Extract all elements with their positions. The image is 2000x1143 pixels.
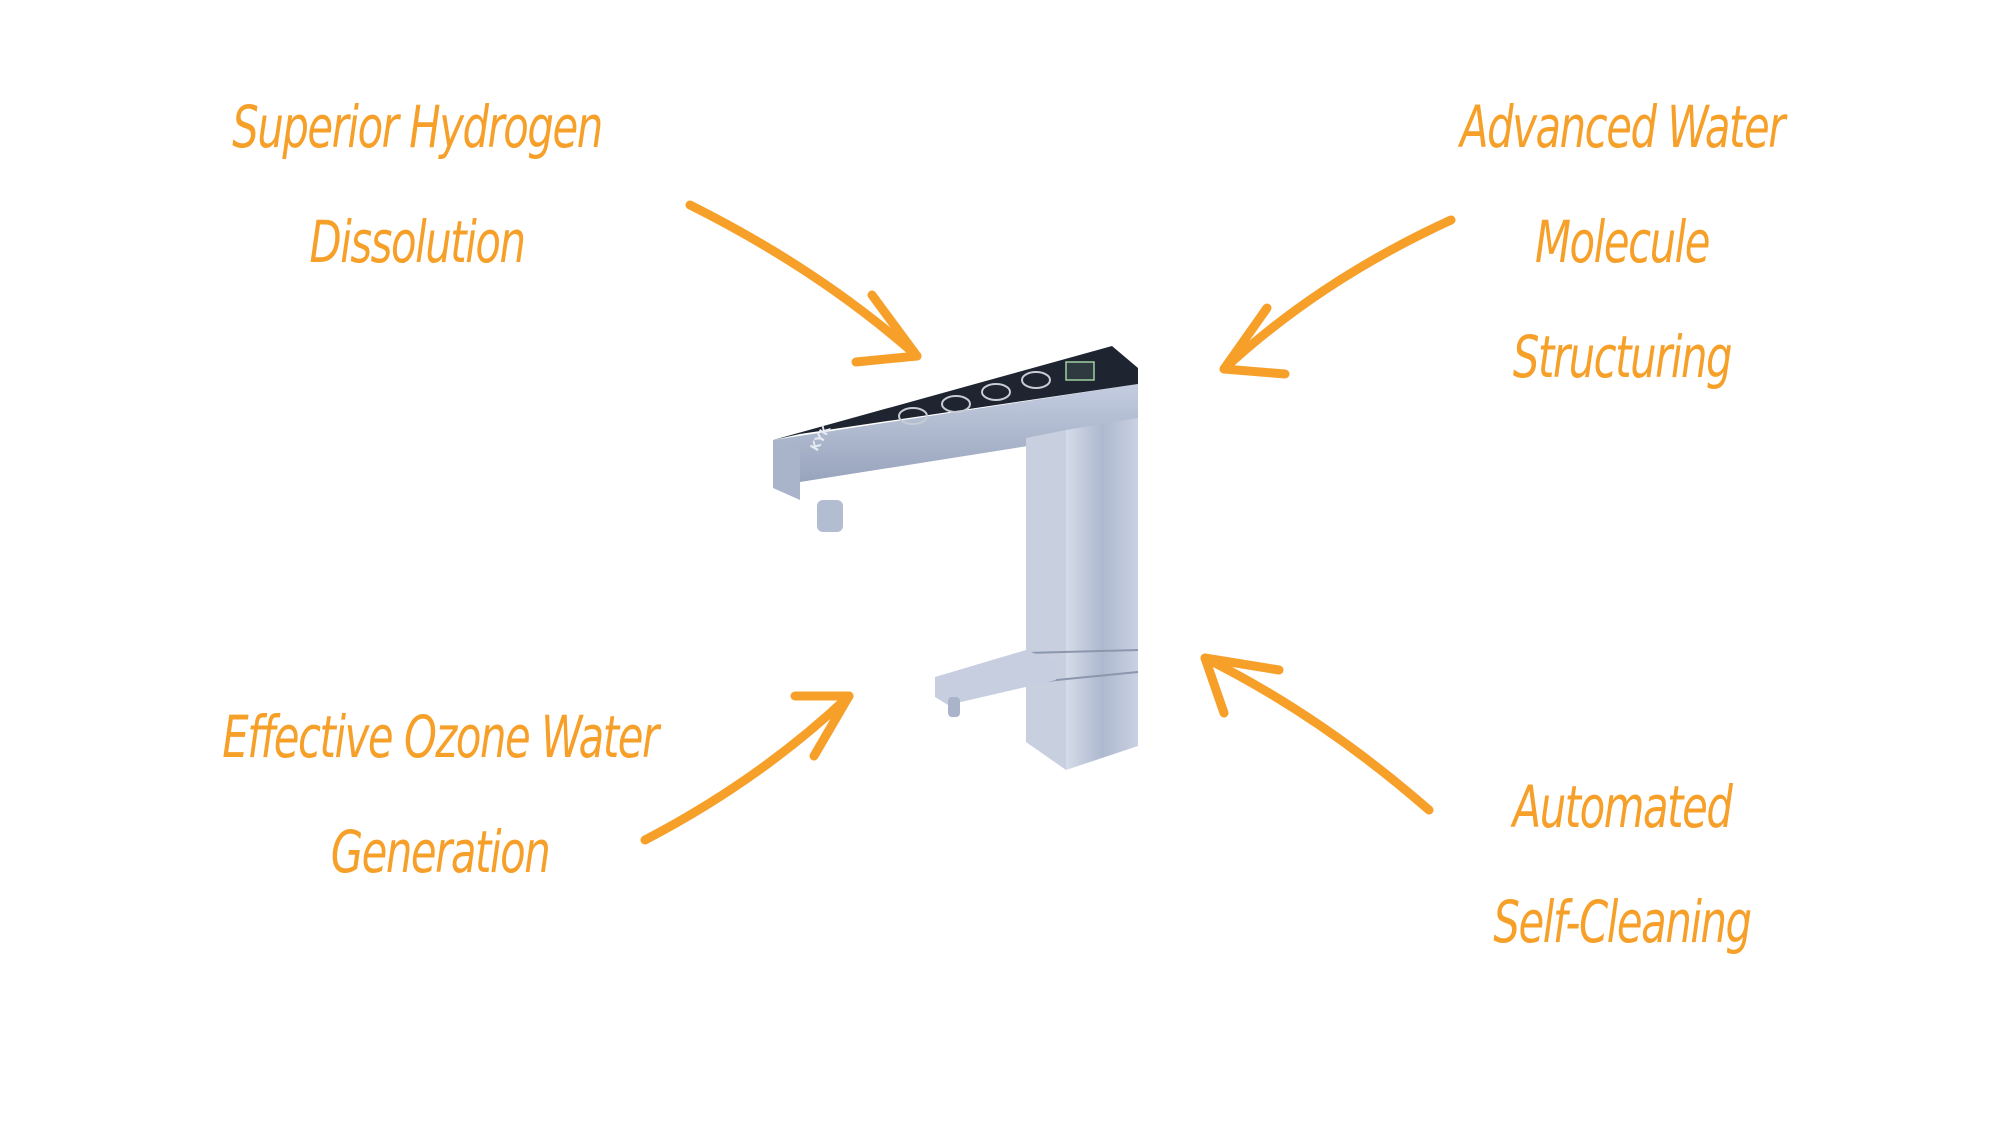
digital-display [1065, 361, 1095, 381]
feature-ozone-water: Effective Ozone Water Generation [138, 680, 743, 910]
feature-hydrogen-dissolution: Superior Hydrogen Dissolution [160, 70, 673, 300]
panel-button-icon [941, 395, 971, 413]
feature-self-cleaning: Automated Self-Cleaning [1443, 750, 1800, 980]
feature-text: Superior Hydrogen [232, 93, 603, 161]
feature-text: Automated [1512, 773, 1733, 841]
feature-text: Effective Ozone Water [222, 703, 659, 771]
panel-button-icon [1021, 371, 1051, 389]
feature-text: Self-Cleaning [1493, 888, 1752, 956]
feature-text: Advanced Water [1460, 93, 1785, 161]
feature-text: Dissolution [309, 208, 525, 276]
feature-text: Structuring [1512, 323, 1733, 391]
faucet-image: KYK [773, 346, 1139, 770]
arrow-icon [685, 200, 922, 367]
panel-button-icon [981, 383, 1011, 401]
arrow-icon [640, 691, 854, 845]
arrow-icon [1200, 653, 1434, 815]
feature-text: Generation [330, 818, 551, 886]
feature-water-structuring: Advanced Water Molecule Structuring [1397, 70, 1847, 415]
panel-button-icon [898, 407, 928, 425]
feature-text: Molecule [1534, 208, 1711, 276]
arrow-icon [1219, 215, 1456, 379]
